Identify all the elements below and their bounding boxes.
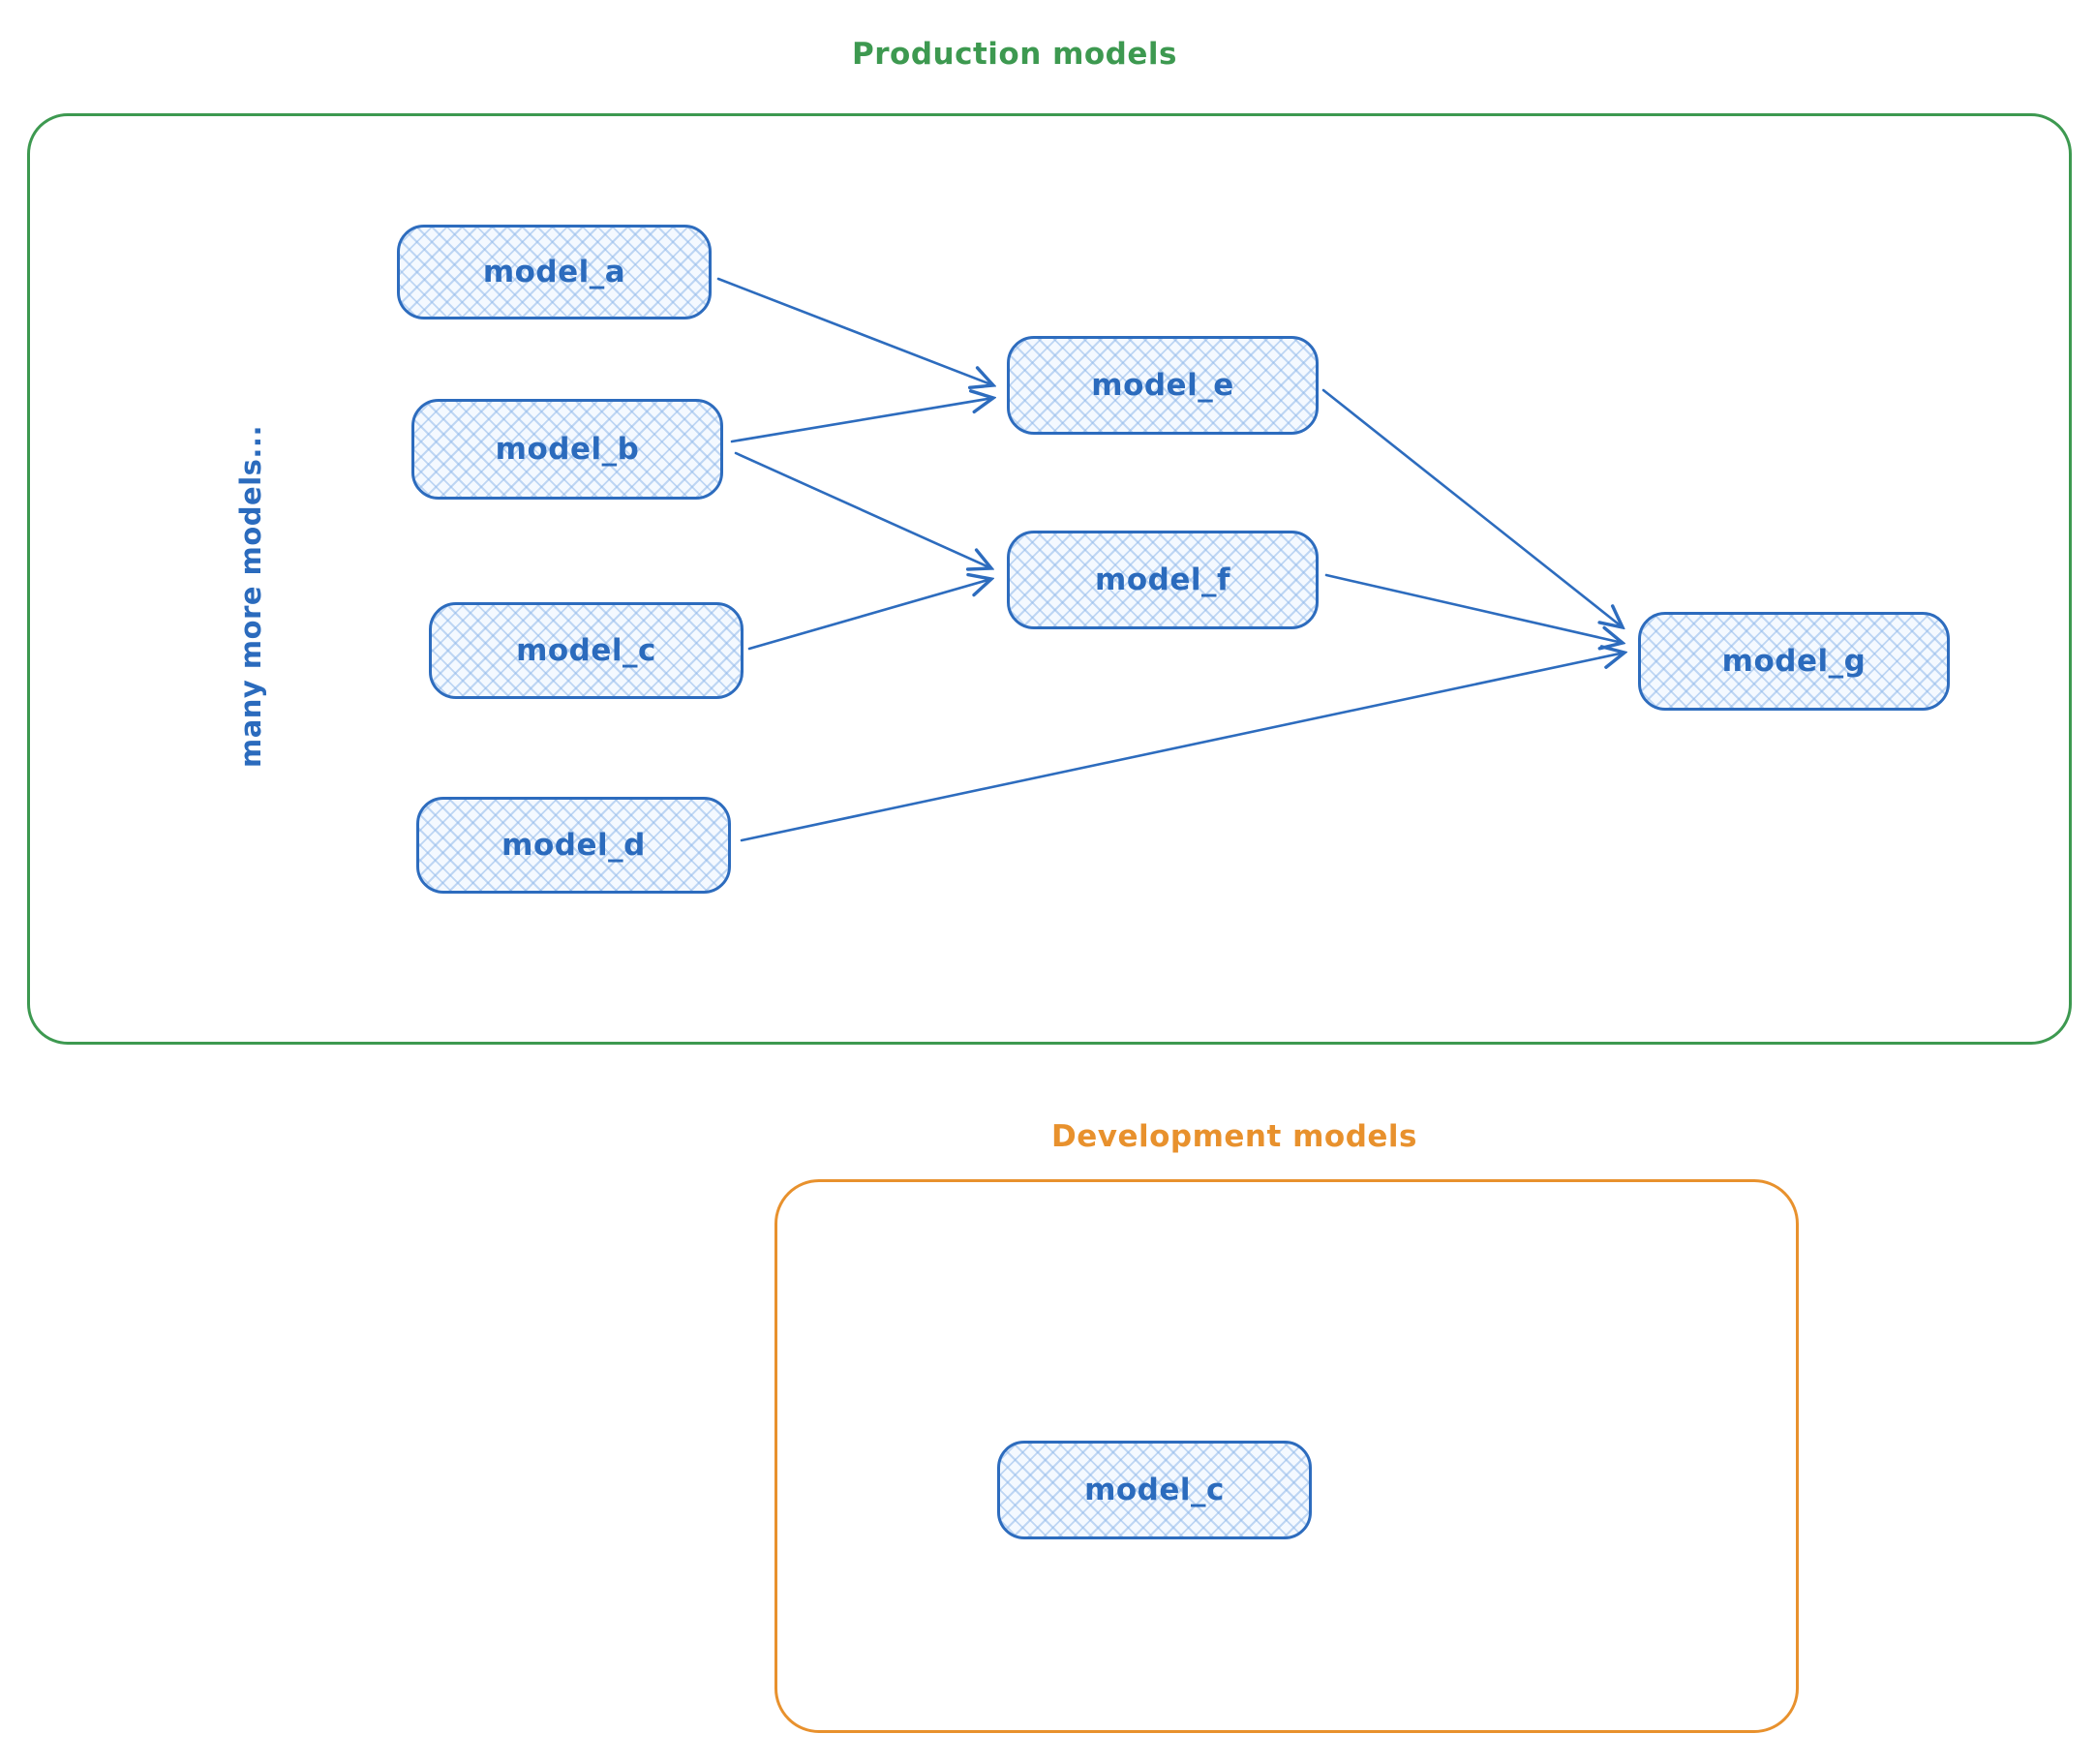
development-group-title: Development models — [1050, 1119, 1417, 1154]
node-model_g: model_g — [1638, 612, 1950, 711]
node-model_b-label: model_b — [495, 432, 640, 467]
node-model_c: model_c — [429, 602, 744, 699]
node-model_g-label: model_g — [1721, 644, 1867, 679]
node-model_a-label: model_a — [482, 255, 626, 289]
node-model_e: model_e — [1007, 336, 1319, 435]
many-more-models-annotation: many more models... — [234, 425, 267, 768]
production-group-container — [27, 113, 2072, 1045]
node-model_f-label: model_f — [1095, 563, 1230, 597]
node-model_e-label: model_e — [1091, 368, 1234, 403]
development-group-container — [774, 1179, 1799, 1733]
node-model_c-dev-label: model_c — [1084, 1473, 1225, 1507]
node-model_c-label: model_c — [516, 633, 656, 668]
node-model_c-dev: model_c — [997, 1441, 1312, 1539]
production-group-title: Production models — [852, 37, 1177, 72]
node-model_d-label: model_d — [501, 828, 646, 863]
node-model_a: model_a — [397, 225, 712, 319]
node-model_b: model_b — [411, 399, 723, 500]
node-model_d: model_d — [416, 797, 731, 894]
node-model_f: model_f — [1007, 531, 1319, 629]
